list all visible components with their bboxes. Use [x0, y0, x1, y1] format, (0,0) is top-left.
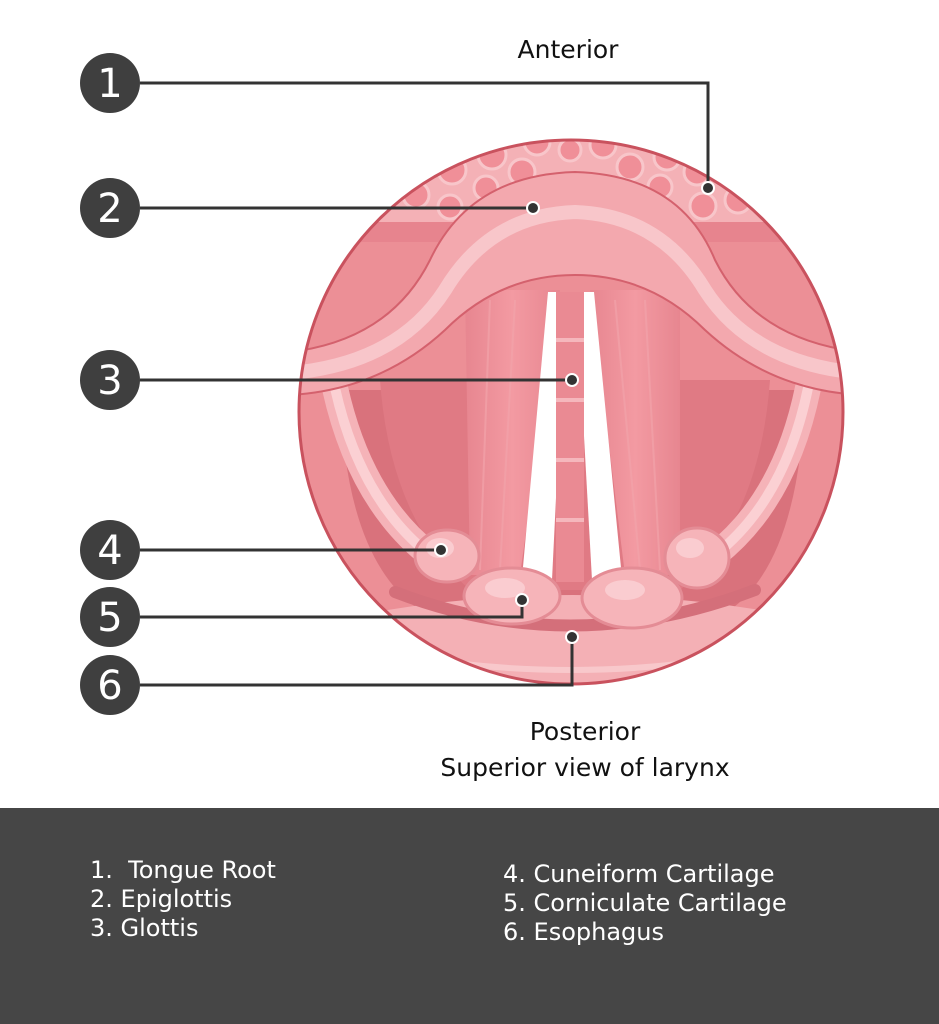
anterior-label: Anterior [518, 35, 620, 64]
diagram-caption: Superior view of larynx [440, 753, 729, 782]
epiglottis-shape [299, 170, 843, 397]
pointer-dots [434, 181, 715, 644]
badge-5: 5 [80, 587, 140, 647]
badge-2: 2 [80, 178, 140, 238]
svg-text:5: 5 [97, 595, 122, 641]
legend-item-esophagus: 6. Esophagus [503, 918, 664, 946]
larynx-illustration [299, 140, 843, 684]
legend-item-tongue-root: 1. Tongue Root [90, 856, 276, 884]
legend-item-glottis: 3. Glottis [90, 914, 199, 942]
svg-text:6: 6 [97, 663, 122, 709]
badge-1: 1 [80, 53, 140, 113]
legend-item-corniculate: 5. Corniculate Cartilage [503, 889, 787, 917]
svg-text:4: 4 [97, 528, 122, 574]
badge-3: 3 [80, 350, 140, 410]
legend-item-cuneiform: 4. Cuneiform Cartilage [503, 860, 775, 888]
legend-column-right: 4. Cuneiform Cartilage 5. Corniculate Ca… [503, 860, 787, 947]
legend-column-left: 1. Tongue Root 2. Epiglottis 3. Glottis [90, 856, 276, 943]
badge-6: 6 [80, 655, 140, 715]
svg-text:1: 1 [97, 61, 122, 107]
number-badges: 1 2 3 4 5 6 [80, 53, 140, 715]
svg-text:2: 2 [97, 186, 122, 232]
badge-4: 4 [80, 520, 140, 580]
posterior-label: Posterior [530, 717, 641, 746]
legend-item-epiglottis: 2. Epiglottis [90, 885, 233, 913]
legend-panel: 1. Tongue Root 2. Epiglottis 3. Glottis … [0, 808, 939, 1024]
larynx-diagram: Anterior [80, 35, 845, 782]
svg-text:3: 3 [97, 358, 122, 404]
